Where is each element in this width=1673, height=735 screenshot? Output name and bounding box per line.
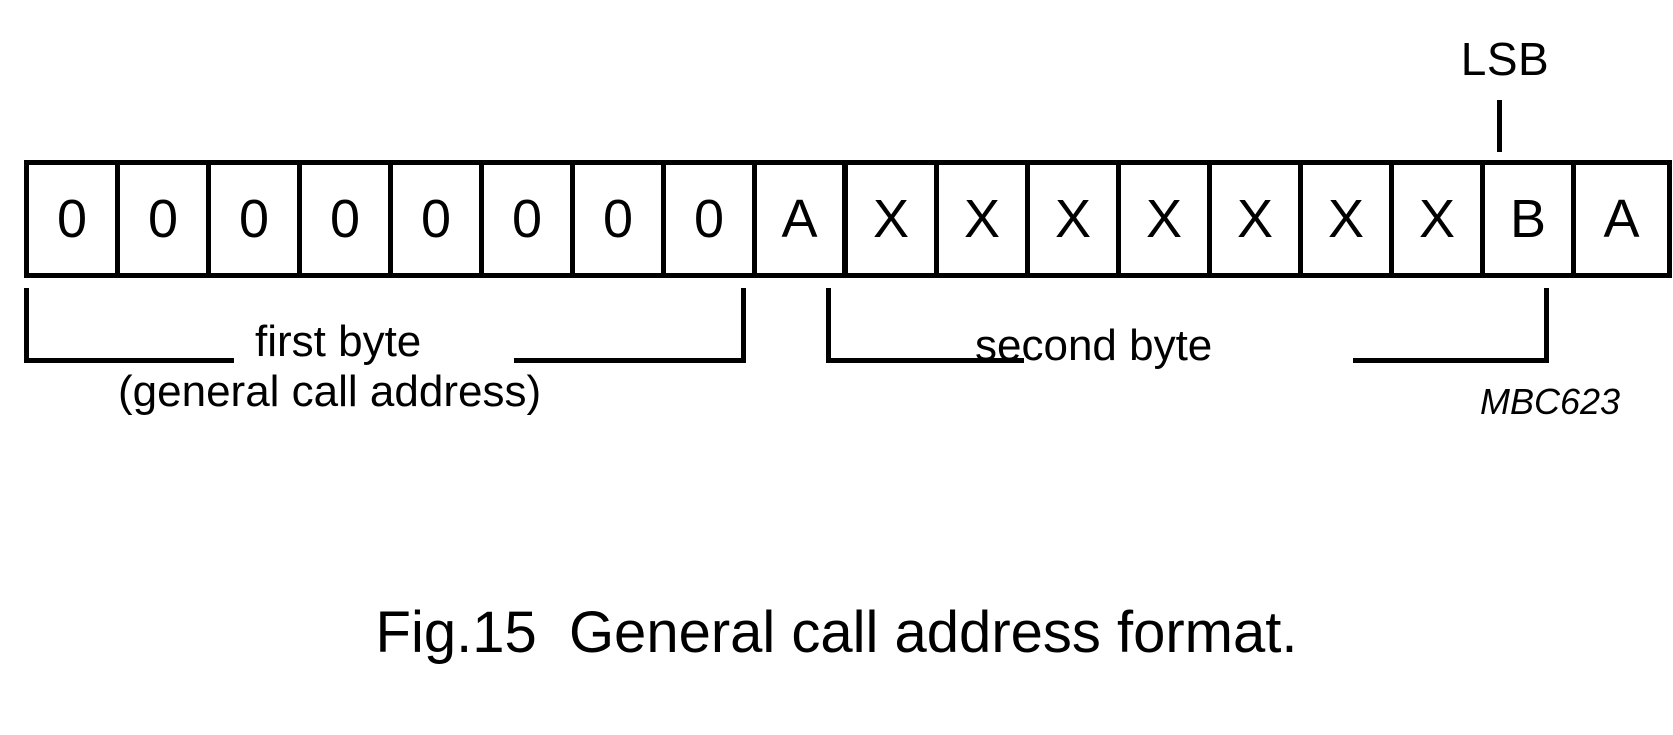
bit-cell-value: A [1603, 189, 1640, 249]
bit-cell-17: A [1576, 165, 1667, 273]
bit-cell-12: X [1121, 165, 1212, 273]
bit-cell-4: 0 [393, 165, 484, 273]
first-byte-sublabel: (general call address) [118, 367, 542, 416]
first-byte-label: first byte [255, 317, 422, 366]
bracket-rail-right [1353, 358, 1549, 363]
bit-cell-value: X [1236, 189, 1274, 249]
bit-cell-value: 0 [420, 189, 452, 249]
second-byte-label: second byte [975, 321, 1213, 370]
bit-cell-13: X [1212, 165, 1303, 273]
bit-cell-value: B [1509, 189, 1547, 249]
bit-cell-value: 0 [147, 189, 179, 249]
bit-cell-6: 0 [575, 165, 666, 273]
bit-cell-5: 0 [484, 165, 575, 273]
bit-cell-value: X [1054, 189, 1092, 249]
bit-cell-1: 0 [120, 165, 211, 273]
bit-cell-0: 0 [29, 165, 120, 273]
lsb-label: LSB [1460, 33, 1550, 85]
first-byte-bracket [24, 288, 746, 363]
bracket-rail-right [514, 358, 746, 363]
bracket-stem-right [741, 288, 746, 363]
document-code: MBC623 [1480, 381, 1621, 422]
bit-cell-value: X [963, 189, 1001, 249]
bracket-stem-left [826, 288, 831, 363]
bit-cell-value: 0 [329, 189, 361, 249]
bit-cell-7: 0 [666, 165, 757, 273]
bit-cell-value: 0 [602, 189, 634, 249]
bit-cell-value: A [781, 189, 818, 249]
bit-cell-2: 0 [211, 165, 302, 273]
bit-cell-value: X [1145, 189, 1183, 249]
bit-cell-3: 0 [302, 165, 393, 273]
bit-cell-value: 0 [511, 189, 543, 249]
second-byte-bracket [826, 288, 1549, 363]
figure-caption: Fig.15 General call address format. [375, 600, 1298, 665]
bit-cell-value: 0 [693, 189, 725, 249]
bit-cell-15: X [1394, 165, 1485, 273]
bit-cell-8: A [757, 165, 848, 273]
bit-cell-14: X [1303, 165, 1394, 273]
bracket-stem-right [1544, 288, 1549, 363]
bracket-rail-left [826, 358, 1024, 363]
bit-cell-value: 0 [238, 189, 270, 249]
bit-cell-9: X [848, 165, 939, 273]
bracket-rail-left [24, 358, 234, 363]
bit-cell-11: X [1030, 165, 1121, 273]
bit-cell-value: X [872, 189, 910, 249]
bracket-stem-left [24, 288, 29, 363]
bit-cell-value: X [1418, 189, 1456, 249]
bit-cell-value: 0 [56, 189, 88, 249]
bit-cell-10: X [939, 165, 1030, 273]
bit-cell-16: B [1485, 165, 1576, 273]
bit-cell-value: X [1327, 189, 1365, 249]
lsb-pointer-tick [1497, 100, 1502, 152]
